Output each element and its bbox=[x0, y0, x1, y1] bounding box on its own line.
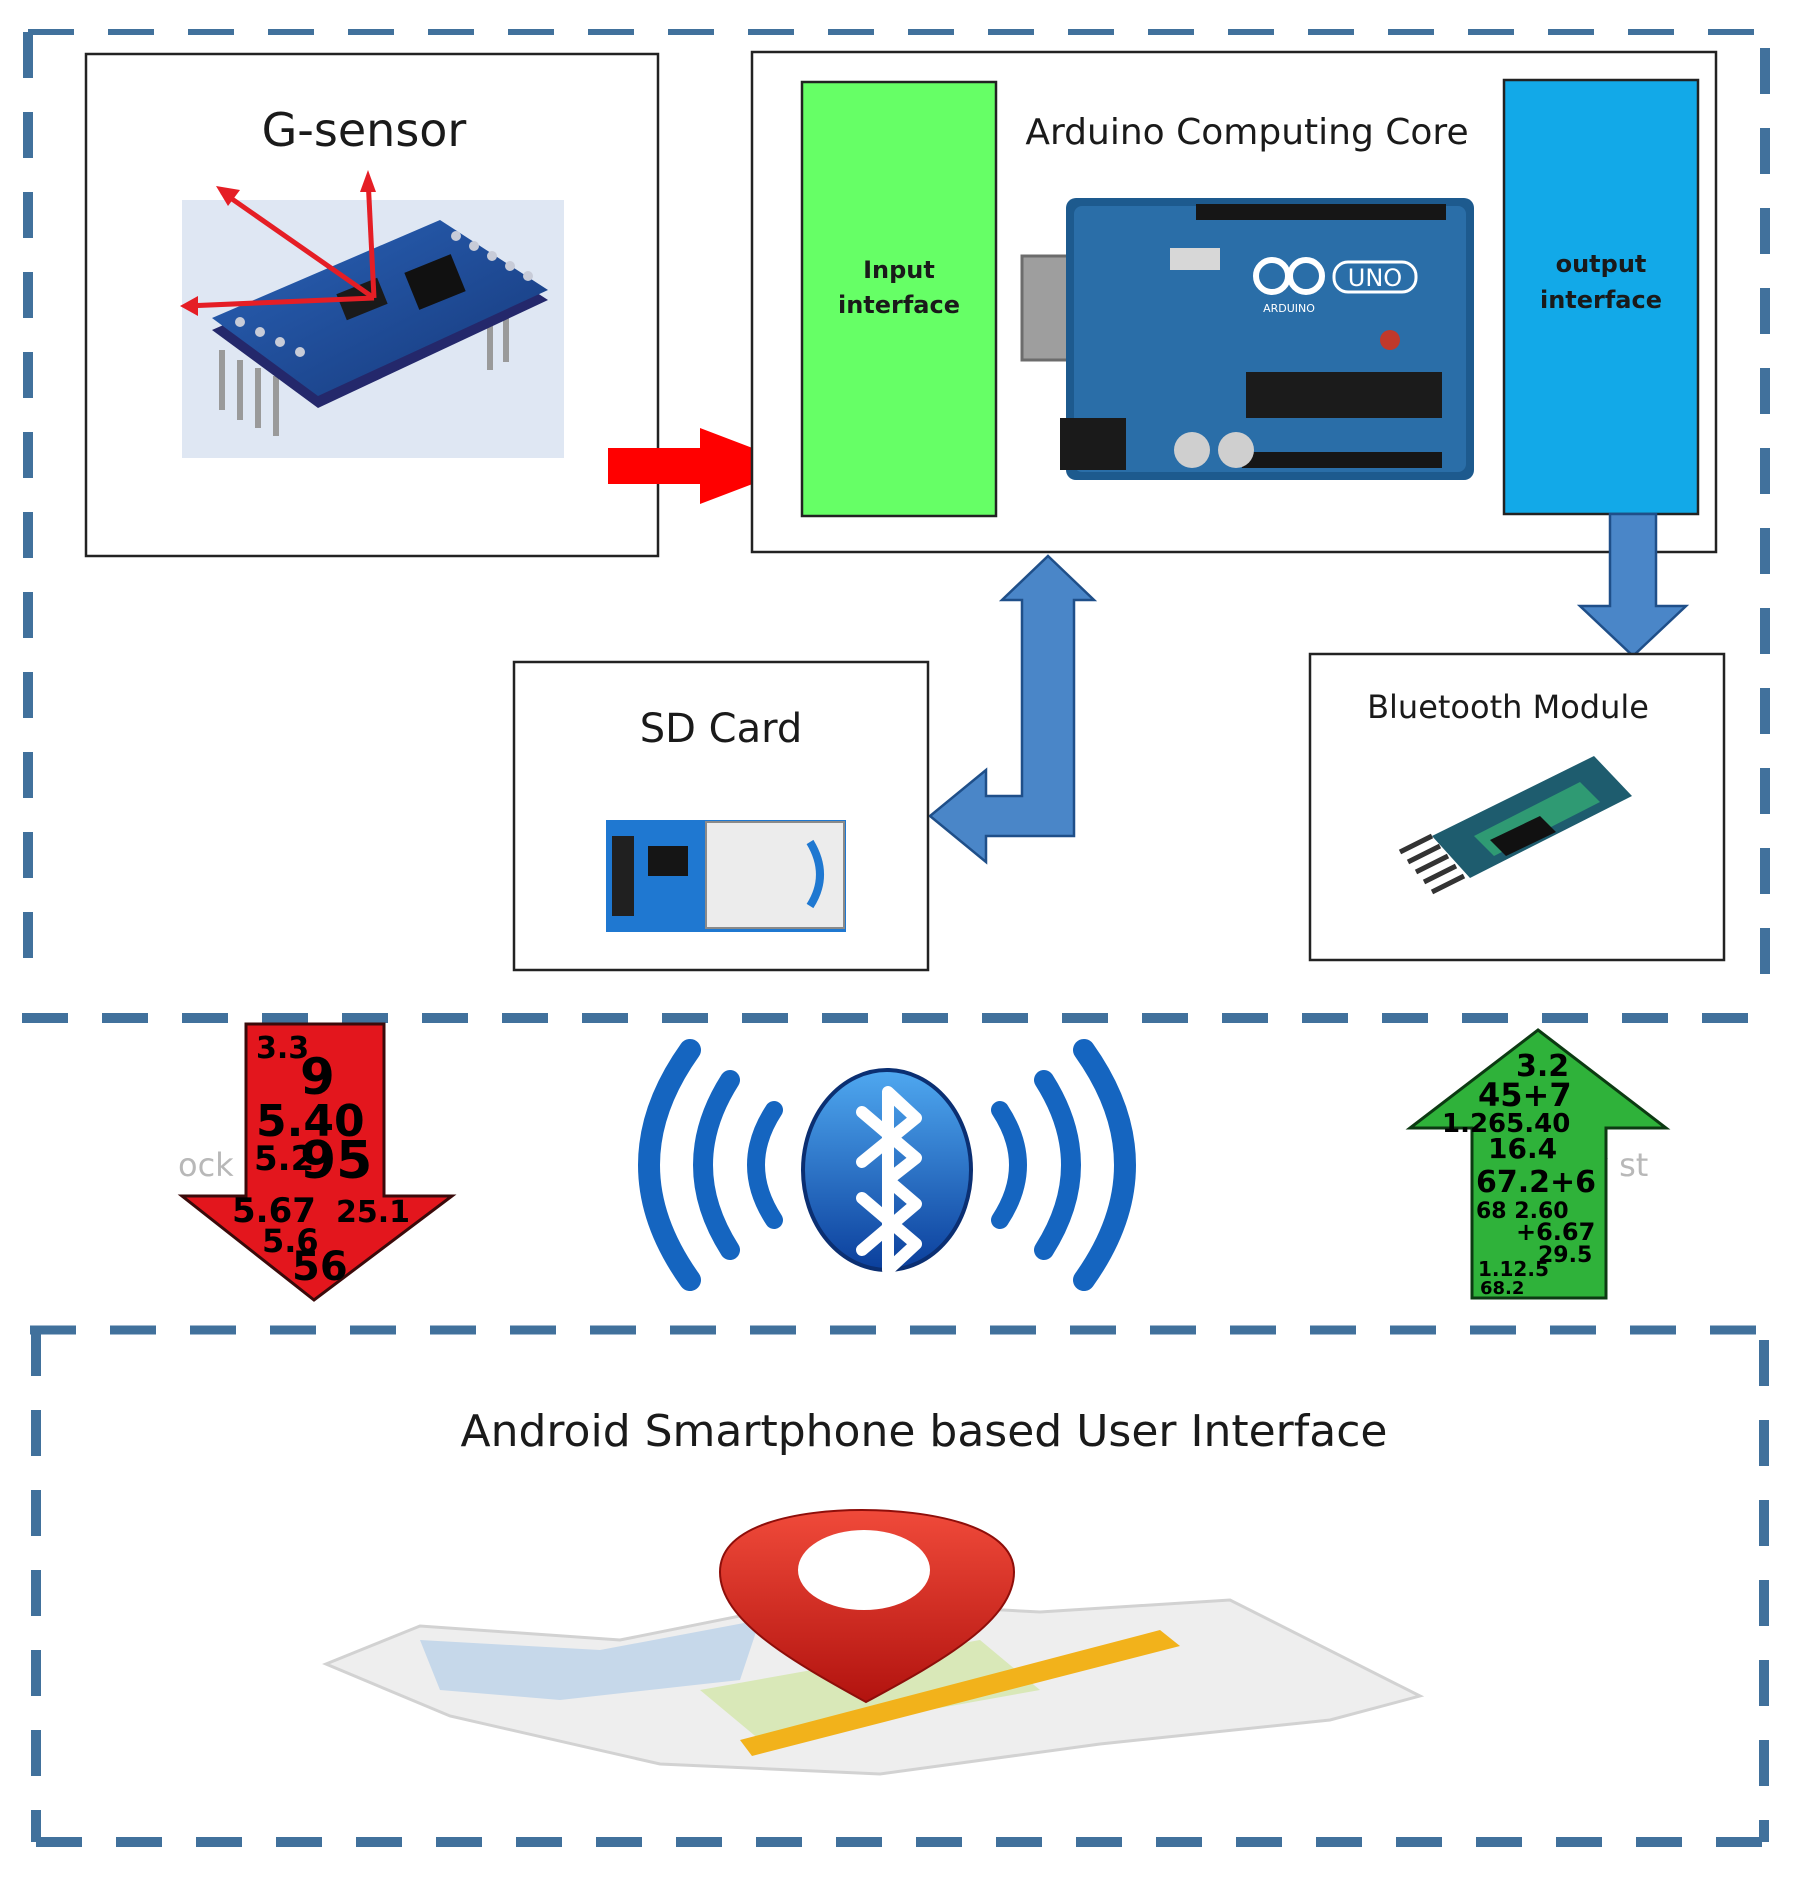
download-digit-3: 5.40 bbox=[256, 1096, 365, 1147]
input-interface-block: Input interface bbox=[800, 80, 998, 518]
output-interface-label-1: output bbox=[1556, 250, 1647, 278]
sd-card-label: SD Card bbox=[640, 706, 802, 752]
core-to-bluetooth-arrow bbox=[1576, 512, 1690, 658]
upload-digit-9: 1.12.5 bbox=[1478, 1257, 1549, 1281]
upload-digit-5: 67.2+6 bbox=[1476, 1165, 1596, 1200]
g-sensor-block: G-sensor bbox=[84, 52, 660, 558]
data-upload-arrow: y st 3.2 45+7 1.265.40 16.4 67.2+6 68 2.… bbox=[1405, 1028, 1671, 1300]
input-interface-label-1: Input bbox=[863, 256, 935, 284]
map-pin-icon bbox=[322, 1508, 1425, 1776]
android-ui-section: Android Smartphone based User Interface bbox=[30, 1325, 1769, 1847]
sd-card-block: SD Card bbox=[512, 660, 930, 972]
hardware-section bbox=[22, 29, 1770, 1023]
input-interface-label-2: interface bbox=[838, 291, 960, 319]
bluetooth-signal-icon bbox=[638, 1039, 1136, 1291]
uno-board-text: UNO bbox=[1348, 264, 1402, 292]
bluetooth-hc05-module-icon bbox=[1398, 756, 1632, 895]
download-digit-1: 3.3 bbox=[256, 1031, 309, 1066]
upload-digit-2: 45+7 bbox=[1478, 1076, 1572, 1114]
arduino-uno-board-icon: UNO ARDUINO bbox=[1020, 198, 1474, 480]
output-interface-block: output interface bbox=[1502, 78, 1700, 516]
download-digit-7: 25.1 bbox=[336, 1195, 410, 1230]
arduino-core-block: Arduino Computing Core Input interface o… bbox=[750, 50, 1718, 554]
g-sensor-label: G-sensor bbox=[262, 103, 467, 157]
arduino-board-brand: ARDUINO bbox=[1263, 302, 1315, 315]
output-interface-label-2: interface bbox=[1540, 286, 1662, 314]
upload-digit-6: 68 2.60 bbox=[1476, 1199, 1569, 1224]
ghost-text-left: ock bbox=[178, 1146, 234, 1184]
download-digit-5: 95 bbox=[300, 1131, 372, 1191]
core-sd-bidirectional-arrow bbox=[928, 554, 1098, 865]
upload-digit-3: 1.265.40 bbox=[1442, 1109, 1570, 1139]
upload-digit-10: 68.2 bbox=[1480, 1278, 1524, 1299]
android-ui-label: Android Smartphone based User Interface bbox=[461, 1406, 1388, 1457]
sensor-to-core-arrow bbox=[608, 428, 800, 504]
arduino-core-label: Arduino Computing Core bbox=[1025, 112, 1468, 153]
download-digit-2: 9 bbox=[300, 1048, 335, 1106]
download-digit-9: 56 bbox=[292, 1244, 348, 1290]
download-digit-6: 5.67 bbox=[232, 1191, 316, 1231]
download-digit-4: 5.2 bbox=[254, 1139, 314, 1179]
accelerometer-board-icon bbox=[180, 170, 564, 458]
bluetooth-module-label: Bluetooth Module bbox=[1367, 688, 1649, 726]
upload-digit-1: 3.2 bbox=[1516, 1049, 1569, 1084]
upload-digit-4: 16.4 bbox=[1488, 1132, 1557, 1165]
bluetooth-module-block: Bluetooth Module bbox=[1308, 652, 1726, 962]
upload-digit-8: 29.5 bbox=[1538, 1243, 1592, 1268]
sd-card-module-icon bbox=[606, 820, 846, 932]
download-digit-8: 5.6 bbox=[262, 1222, 319, 1260]
data-download-arrow: ock 3.3 9 5.40 5.2 95 5.67 25.1 5.6 56 bbox=[177, 1022, 457, 1302]
upload-digit-7: +6.67 bbox=[1516, 1218, 1595, 1246]
